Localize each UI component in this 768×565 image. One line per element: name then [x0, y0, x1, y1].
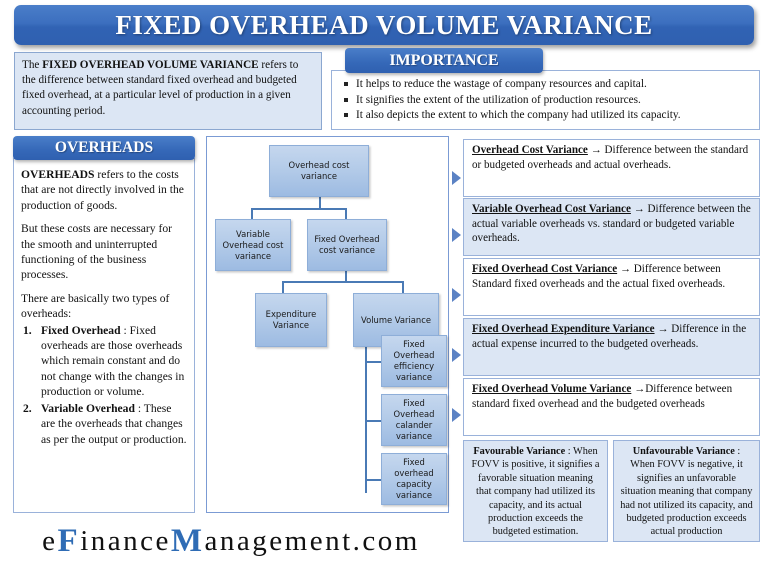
- definition-card-overhead-cost-variance: Overhead Cost Variance → Difference betw…: [463, 139, 760, 197]
- connector-line: [345, 208, 347, 220]
- importance-item-text: It helps to reduce the wastage of compan…: [356, 78, 647, 90]
- definition-arrow: →: [617, 263, 634, 275]
- connector-line: [282, 281, 404, 283]
- connector-line: [282, 281, 284, 294]
- importance-list: It helps to reduce the wastage of compan…: [336, 77, 755, 124]
- overheads-header: OVERHEADS: [13, 136, 195, 160]
- definition-arrow: →: [654, 323, 672, 335]
- definition-text: Difference between the standard or budge…: [472, 144, 749, 171]
- intro-lead: The: [22, 59, 43, 71]
- definition-term: Fixed Overhead Expenditure Variance: [472, 323, 655, 335]
- list-item: It also depicts the extent to which the …: [336, 108, 755, 124]
- connector-line: [365, 361, 382, 363]
- list-item: It signifies the extent of the utilizati…: [336, 93, 755, 109]
- pointer-arrow-icon: [452, 288, 461, 302]
- overheads-header-label: OVERHEADS: [54, 139, 154, 156]
- list-text: : These are the overheads that changes a…: [41, 401, 187, 446]
- list-item: 1. Fixed Overhead : Fixed overheads are t…: [21, 323, 187, 400]
- definition-arrow: →: [631, 383, 646, 395]
- definition-text: Difference between the actual variable o…: [472, 203, 751, 245]
- pointer-arrow-icon: [452, 348, 461, 362]
- favourable-sep: :: [565, 446, 574, 457]
- pointer-arrow-icon: [452, 408, 461, 422]
- list-number: 2.: [23, 401, 32, 415]
- favourable-variance-box: Favourable Variance : When FOVV is posit…: [463, 440, 608, 542]
- importance-item-text: It also depicts the extent to which the …: [356, 109, 681, 121]
- intro-definition-box: The FIXED OVERHEAD VOLUME VARIANCE refer…: [14, 52, 322, 130]
- definition-card-fixed-overhead-cost-variance: Fixed Overhead Cost Variance → Differenc…: [463, 258, 760, 316]
- square-bullet-icon: [344, 97, 348, 102]
- unfavourable-title: Unfavourable Variance: [632, 446, 735, 457]
- importance-header-label: IMPORTANCE: [389, 51, 499, 69]
- flow-node-fixed-overhead-efficiency-variance[interactable]: Fixed Overhead efficiency variance: [381, 335, 447, 387]
- list-item: 2. Variable Overhead : These are the over…: [21, 401, 187, 447]
- definition-text: Difference between standard fixed overhe…: [472, 383, 733, 410]
- square-bullet-icon: [344, 82, 348, 86]
- intro-bold-term: FIXED OVERHEAD VOLUME VARIANCE: [42, 59, 259, 71]
- logo-part-1: e: [42, 524, 58, 557]
- square-bullet-icon: [344, 113, 348, 117]
- overheads-types-list: 1. Fixed Overhead : Fixed overheads are t…: [21, 323, 187, 447]
- list-item: It helps to reduce the wastage of compan…: [336, 77, 755, 93]
- logo-cap-m: M: [170, 522, 205, 559]
- intro-body: refers to the difference between standar…: [22, 59, 299, 117]
- definition-text: Difference between Standard fixed overhe…: [472, 263, 726, 290]
- overheads-para1-rest: refers to the costs that are not directl…: [21, 168, 184, 212]
- overheads-paragraph-2: But these costs are necessary for the sm…: [21, 222, 172, 282]
- connector-line: [251, 208, 347, 210]
- definition-arrow: →: [587, 144, 605, 156]
- list-term: Fixed Overhead: [41, 323, 121, 337]
- definition-card-variable-overhead-cost-variance: Variable Overhead Cost Variance → Differ…: [463, 198, 760, 256]
- flow-node-overhead-cost-variance[interactable]: Overhead cost variance: [269, 145, 369, 197]
- definition-term: Fixed Overhead Cost Variance: [472, 263, 618, 275]
- definition-term: Fixed Overhead Volume Variance: [472, 383, 632, 395]
- unfavourable-sep: :: [734, 446, 741, 457]
- overheads-bold-term: OVERHEADS: [21, 168, 95, 181]
- importance-box: It helps to reduce the wastage of compan…: [331, 70, 760, 130]
- flow-node-fixed-overhead-calander-variance[interactable]: Fixed Overhead calander variance: [381, 394, 447, 446]
- definition-arrow: →: [630, 203, 648, 215]
- connector-line: [319, 196, 321, 209]
- page-title: FIXED OVERHEAD VOLUME VARIANCE: [115, 9, 653, 40]
- importance-item-text: It signifies the extent of the utilizati…: [356, 93, 641, 106]
- page-title-banner: FIXED OVERHEAD VOLUME VARIANCE: [14, 5, 754, 45]
- connector-line: [365, 345, 367, 493]
- connector-line: [251, 208, 253, 220]
- flow-node-variable-overhead-cost-variance[interactable]: Variable Overhead cost variance: [215, 219, 291, 271]
- connector-line: [345, 269, 347, 282]
- connector-line: [365, 479, 382, 481]
- pointer-arrow-icon: [452, 228, 461, 242]
- logo-cap-f: F: [57, 522, 81, 559]
- connector-line: [365, 420, 382, 422]
- favourable-text: When FOVV is positive, it signifies a fa…: [471, 446, 600, 538]
- definition-card-fixed-overhead-volume-variance: Fixed Overhead Volume Variance →Differen…: [463, 378, 760, 436]
- pointer-arrow-icon: [452, 171, 461, 185]
- overheads-box: OVERHEADS refers to the costs that are n…: [13, 158, 195, 513]
- favourable-title: Favourable Variance: [473, 446, 566, 457]
- connector-line: [402, 281, 404, 294]
- list-text: : Fixed overheads are those overheads wh…: [41, 323, 185, 399]
- flow-node-expenditure-variance[interactable]: Expenditure Variance: [255, 293, 327, 347]
- definition-term: Overhead Cost Variance: [472, 144, 588, 156]
- definition-text: Difference in the actual expense incurre…: [472, 323, 747, 350]
- flow-node-fixed-overhead-capacity-variance[interactable]: Fixed overhead capacity variance: [381, 453, 447, 505]
- variance-flowchart: Overhead cost variance Variable Overhead…: [206, 136, 449, 513]
- importance-header: IMPORTANCE: [345, 48, 543, 73]
- overheads-paragraph-1: OVERHEADS refers to the costs that are n…: [21, 167, 187, 213]
- overheads-paragraph-3: There are basically two types of overhea…: [21, 291, 170, 321]
- list-term: Variable Overhead: [41, 401, 135, 415]
- logo-part-2: inance: [80, 524, 171, 557]
- list-number: 1.: [23, 323, 32, 337]
- unfavourable-text: When FOVV is negative, it signifies an u…: [620, 459, 753, 538]
- logo-part-3: anagement.com: [204, 524, 420, 557]
- unfavourable-variance-box: Unfavourable Variance : When FOVV is neg…: [613, 440, 760, 542]
- flow-node-fixed-overhead-cost-variance[interactable]: Fixed Overhead cost variance: [307, 219, 387, 271]
- definition-card-fixed-overhead-expenditure-variance: Fixed Overhead Expenditure Variance → Di…: [463, 318, 760, 376]
- definition-term: Variable Overhead Cost Variance: [472, 203, 631, 215]
